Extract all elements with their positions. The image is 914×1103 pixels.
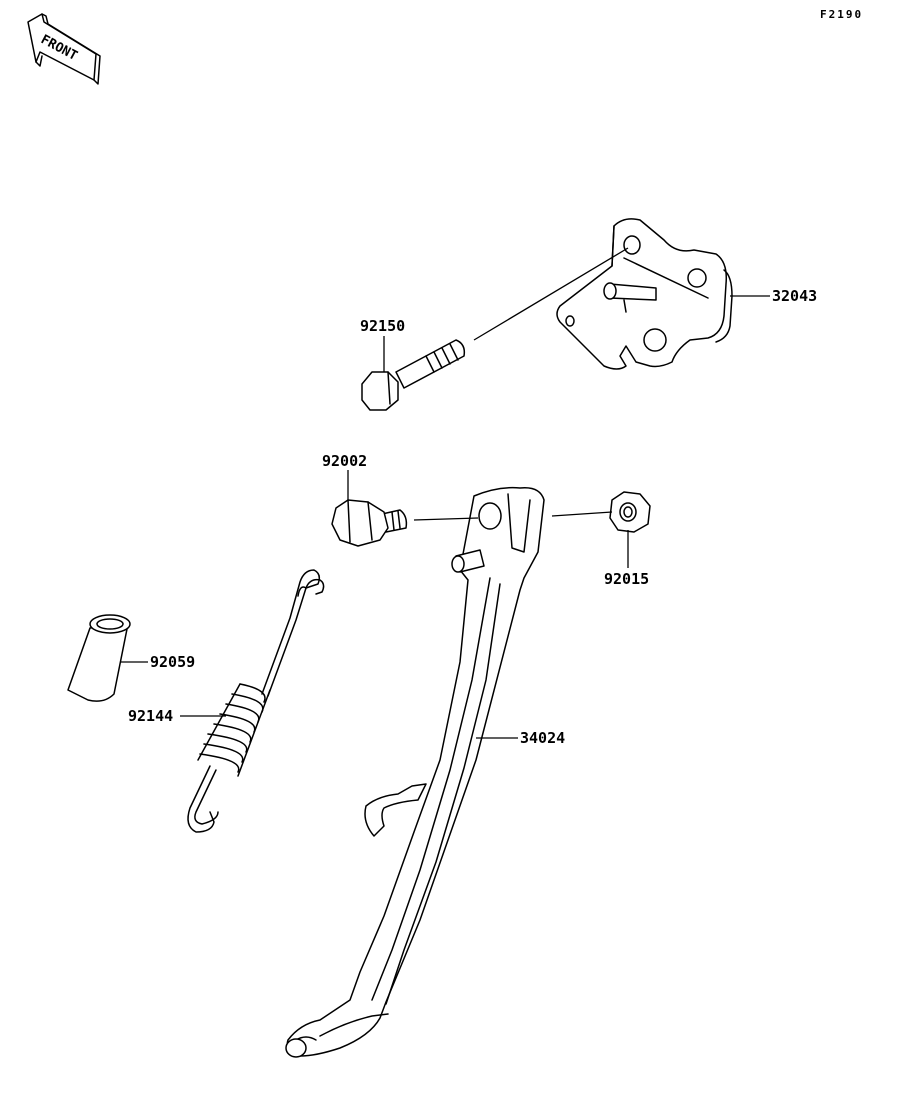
bracket-32043 — [556, 218, 733, 370]
pivot-bolt-92002 — [331, 499, 408, 547]
side-stand-34024 — [285, 486, 545, 1058]
spring-92144 — [187, 569, 325, 833]
part-label-92059: 92059 — [150, 653, 195, 671]
part-label-92015: 92015 — [604, 570, 649, 588]
part-label-32043: 32043 — [772, 287, 817, 305]
part-label-34024: 34024 — [520, 729, 565, 747]
part-label-92150: 92150 — [360, 317, 405, 335]
leader-lines — [120, 247, 770, 739]
part-label-92002: 92002 — [322, 452, 367, 470]
figure-code: F2190 — [820, 8, 863, 21]
collar-92059 — [67, 614, 131, 702]
bolt-92150 — [361, 339, 466, 411]
part-label-92144: 92144 — [128, 707, 173, 725]
front-arrow-icon: FRONT — [27, 13, 101, 85]
nut-92015 — [609, 491, 651, 533]
